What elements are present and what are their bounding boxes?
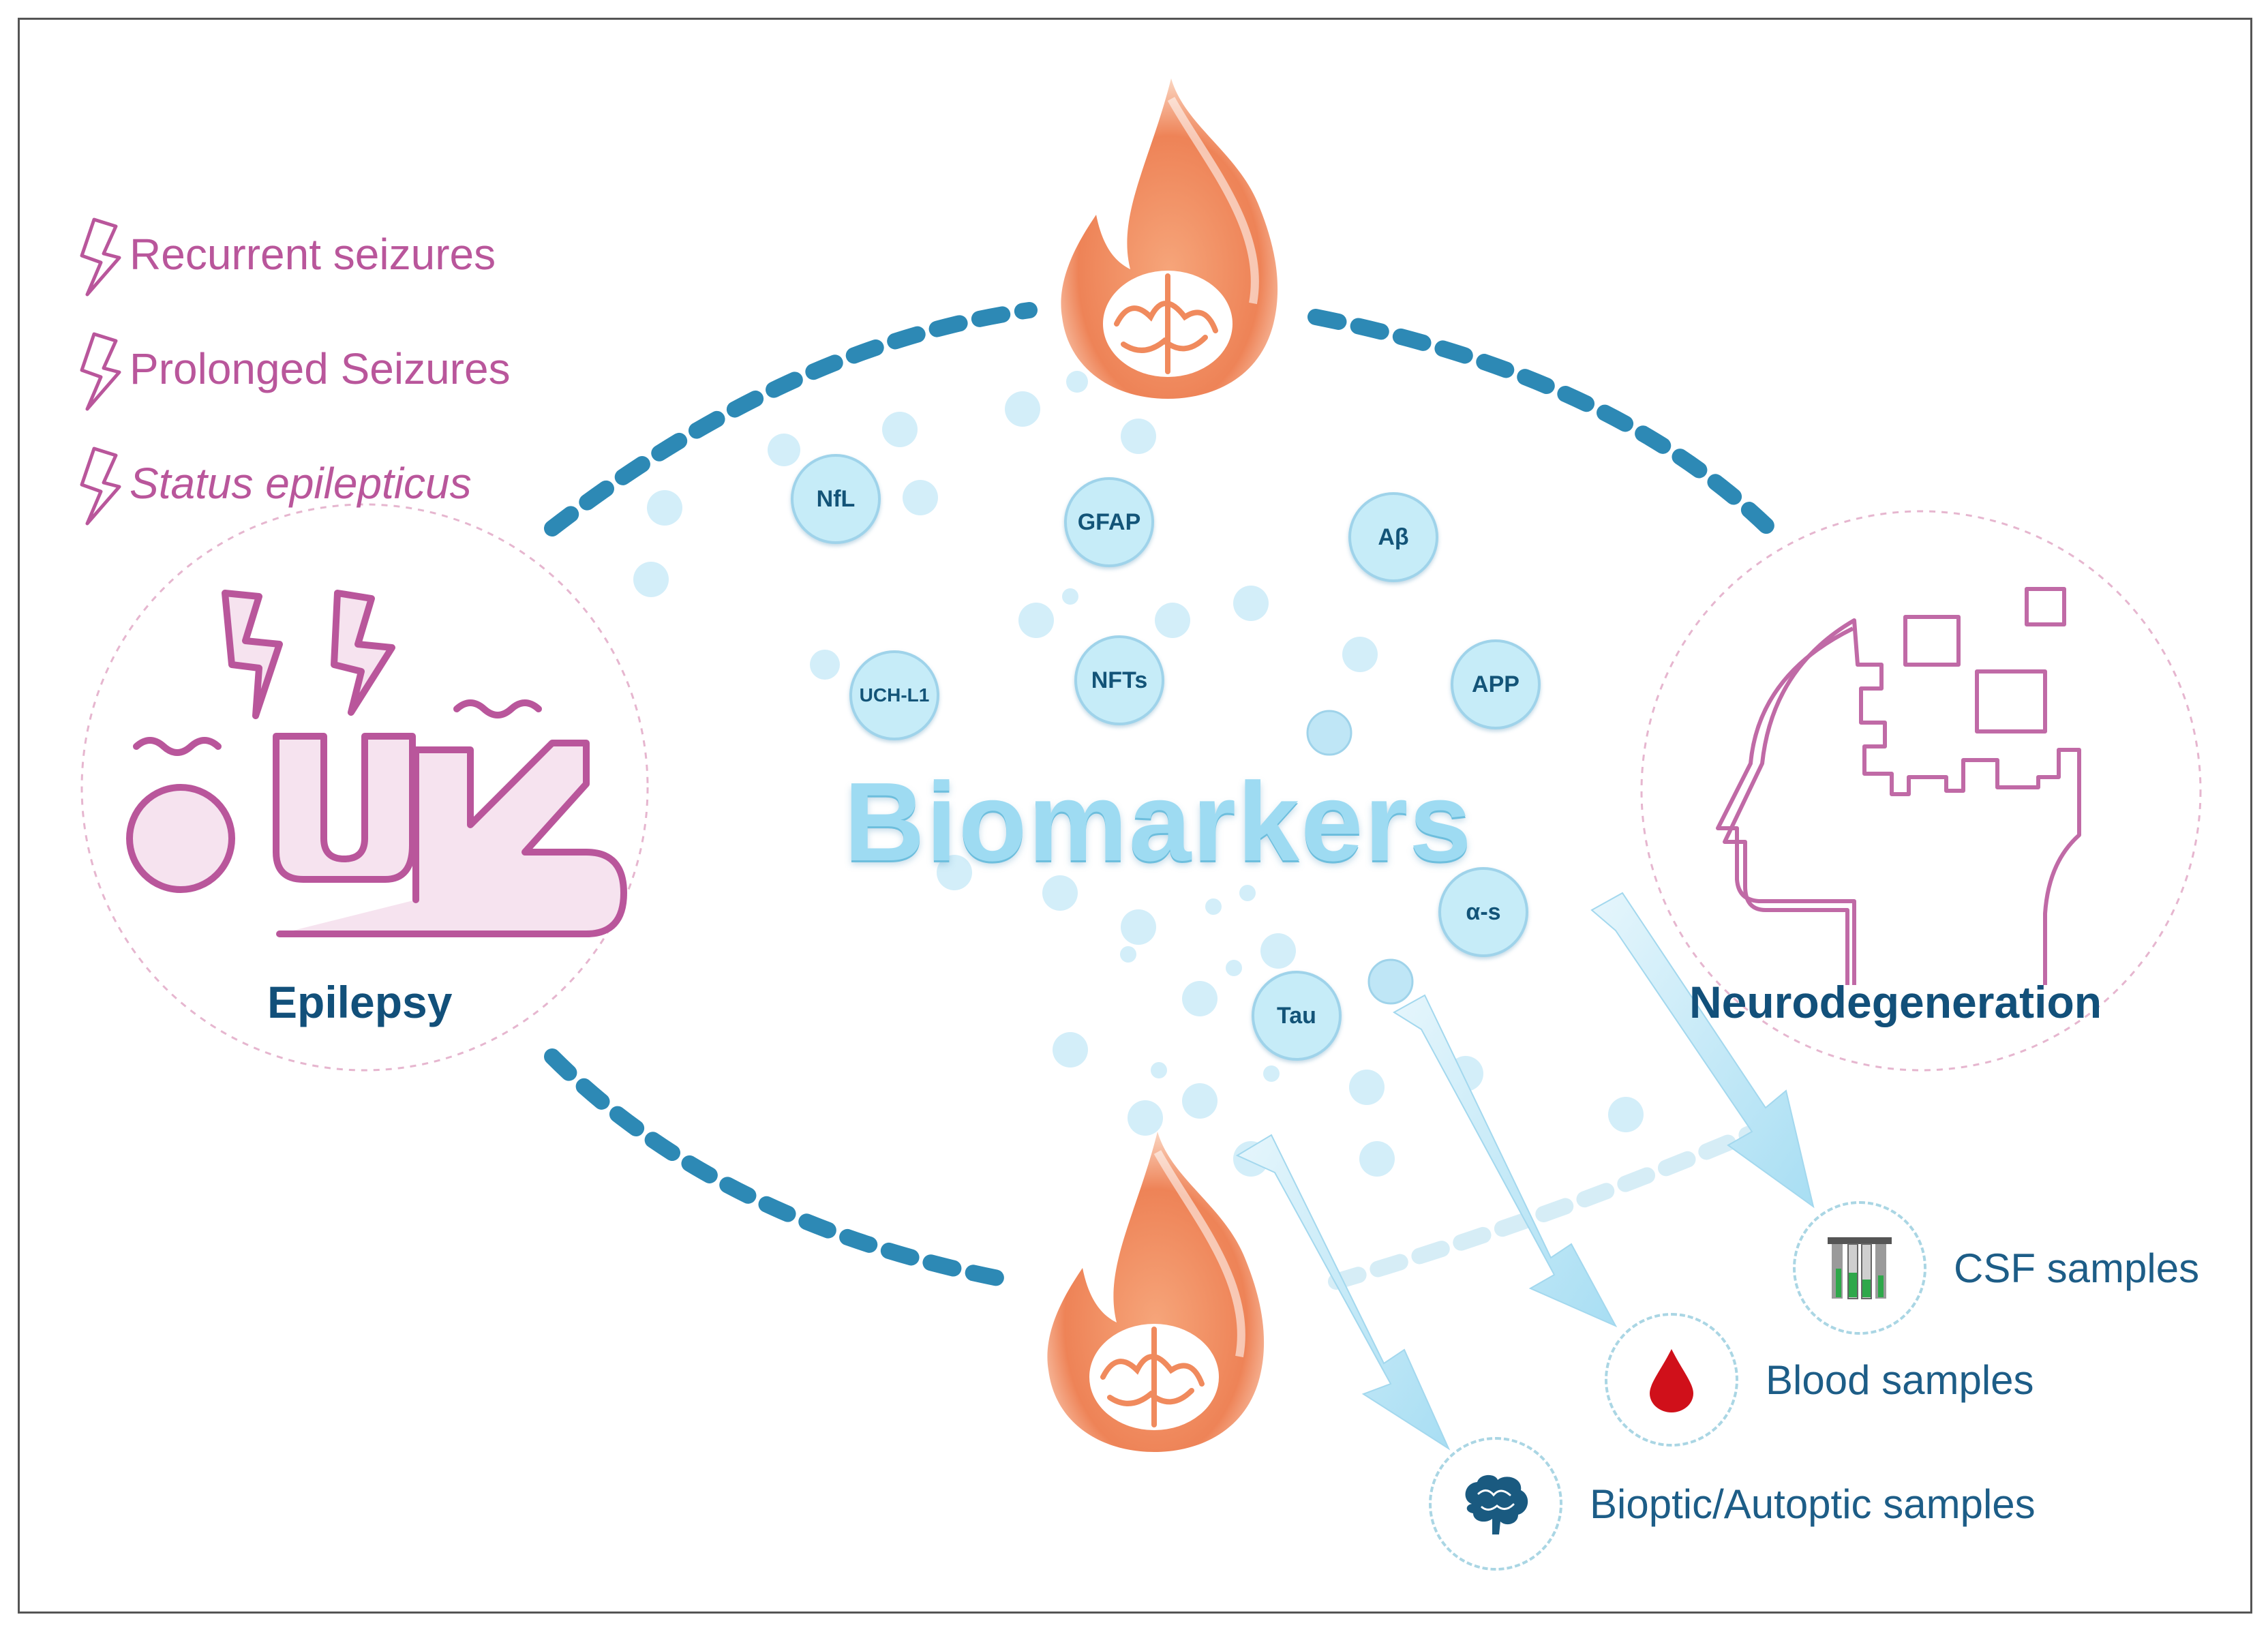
biomarker-app: APP	[1451, 639, 1541, 729]
symptom-prolonged: Prolonged Seizures	[130, 344, 511, 394]
arrow-to-biopsy	[1235, 1134, 1451, 1451]
sample-arrows	[1235, 892, 1815, 1451]
symptom-label: Recurrent seizures	[130, 230, 496, 279]
biomarker-uchl1: UCH-L1	[849, 650, 939, 740]
arrow-to-csf	[1590, 892, 1815, 1209]
test-tube-icon	[1793, 1201, 1926, 1335]
blood-drop-icon	[1605, 1313, 1738, 1447]
arrow-to-blood	[1393, 994, 1618, 1328]
biomarkers-title: Biomarkers	[844, 759, 1473, 884]
symptom-recurrent: Recurrent seizures	[130, 229, 496, 279]
biomarker-nfts: NFTs	[1074, 635, 1164, 725]
seizure-person-icon	[126, 590, 627, 937]
epilepsy-label: Epilepsy	[267, 977, 453, 1027]
biomarker-nfl: NfL	[791, 454, 881, 544]
symptom-label: Status epilepticus	[130, 459, 472, 508]
symptom-status: Status epilepticus	[130, 458, 472, 509]
biomarker-gfap: GFAP	[1064, 477, 1154, 567]
bioptic-autoptic-samples: Bioptic/Autoptic samples	[1429, 1437, 2036, 1571]
neurodegeneration-zone	[1640, 510, 2202, 1072]
biomarker-abeta: Aβ	[1348, 492, 1438, 582]
sample-label: CSF samples	[1954, 1245, 2200, 1291]
lightning-icon	[80, 332, 121, 411]
lightning-icon	[222, 590, 283, 719]
flame-brain-icon	[1047, 1132, 1265, 1452]
sample-label: Bioptic/Autoptic samples	[1590, 1481, 2036, 1527]
neurodegeneration-label: Neurodegeneration	[1689, 977, 2102, 1027]
lightning-icon	[331, 590, 395, 716]
symptom-label: Prolonged Seizures	[130, 344, 511, 393]
lightning-icon	[80, 447, 121, 526]
biomarker-alpha-synuclein: α-s	[1438, 867, 1528, 957]
head-puzzle-icon	[1716, 587, 2081, 985]
connection-arcs	[544, 302, 1794, 1290]
csf-samples: CSF samples	[1793, 1201, 2199, 1335]
blood-samples: Blood samples	[1605, 1313, 2034, 1447]
background-bubbles	[633, 371, 1644, 1177]
flame-brain-icon	[1061, 78, 1278, 399]
lightning-icon	[80, 217, 121, 297]
sample-label: Blood samples	[1766, 1357, 2034, 1403]
brain-icon	[1429, 1437, 1562, 1571]
accent-bubbles	[1306, 710, 1414, 1005]
symptom-bolts	[80, 217, 121, 526]
biomarker-tau: Tau	[1252, 971, 1342, 1061]
